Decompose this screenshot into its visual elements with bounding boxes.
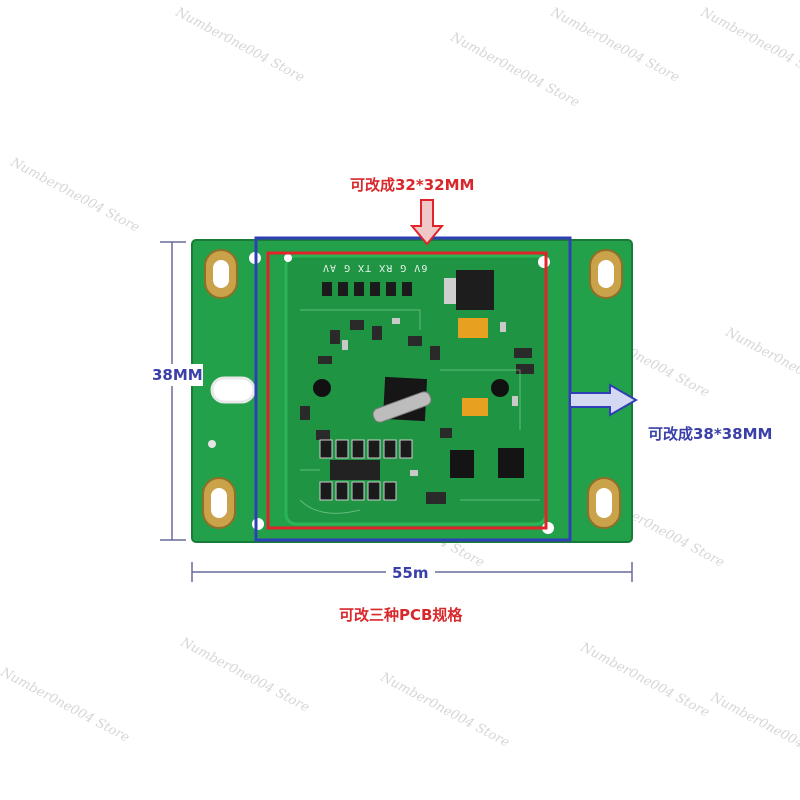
screw-right	[491, 379, 509, 397]
label-height-38mm: 38MM	[152, 364, 203, 386]
label-38mm-right: 可改成38*38MM	[648, 425, 773, 443]
label-three-pcb-specs: 可改三种PCB规格	[339, 606, 463, 624]
blue-right-arrow	[569, 383, 639, 417]
crystal-oscillator	[372, 391, 432, 423]
header-pin-silkscreen: 6V G RX TX G AV	[322, 262, 428, 273]
label-width-55m: 55m	[386, 564, 435, 582]
red-outline-32mm	[266, 251, 548, 530]
blue-outline-38mm	[254, 236, 572, 542]
mounting-hole-top-right	[589, 249, 623, 299]
red-down-arrow	[409, 199, 445, 246]
label-32mm: 可改成32*32MM	[350, 176, 475, 194]
mounting-hole-top-left	[204, 249, 238, 299]
mounting-hole-bottom-right	[587, 477, 621, 529]
pin-header	[322, 282, 412, 296]
mounting-hole-bottom-left	[202, 477, 236, 529]
op-amp-chip	[498, 448, 524, 478]
regulator-chip	[456, 270, 494, 310]
max-chip	[330, 460, 380, 480]
screw-left	[313, 379, 331, 397]
